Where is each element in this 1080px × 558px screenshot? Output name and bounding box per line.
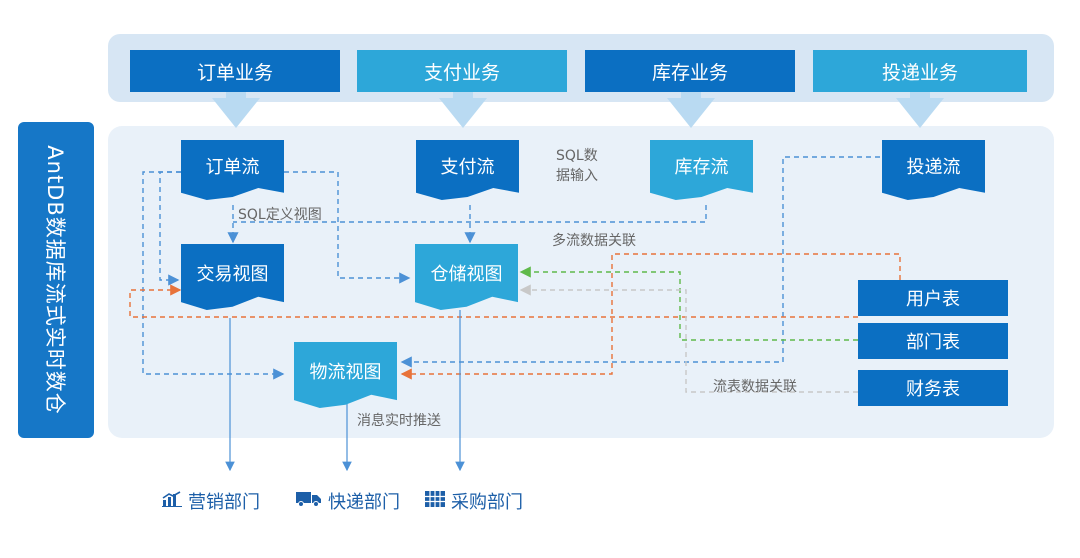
down-arrow-icon	[439, 98, 487, 128]
stream-inventory: 库存流	[650, 140, 753, 200]
table-department: 部门表	[858, 323, 1008, 359]
down-arrow-icon	[896, 98, 944, 128]
business-delivery: 投递业务	[813, 50, 1027, 92]
note-sql-view: SQL定义视图	[238, 207, 322, 223]
side-title-box: AntDB数据库流式实时数仓	[18, 122, 94, 438]
down-arrow-icon	[667, 98, 715, 128]
arrow-stem	[226, 92, 246, 100]
grid-icon	[425, 490, 445, 512]
business-order: 订单业务	[130, 50, 340, 92]
dept-purchase: 采购部门	[425, 488, 523, 514]
note-sql-input: SQL数 据输入	[556, 148, 598, 184]
dept-courier: 快递部门	[296, 488, 400, 514]
business-payment: 支付业务	[357, 50, 567, 92]
view-storage: 仓储视图	[415, 244, 518, 310]
business-inventory: 库存业务	[585, 50, 795, 92]
dept-marketing: 营销部门	[162, 488, 260, 514]
note-push: 消息实时推送	[357, 413, 441, 429]
table-finance: 财务表	[858, 370, 1008, 406]
arrow-stem	[910, 92, 930, 100]
arrow-stem	[453, 92, 473, 100]
table-user: 用户表	[858, 280, 1008, 316]
note-stream-table: 流表数据关联	[713, 379, 797, 395]
stream-payment: 支付流	[416, 140, 519, 200]
view-trade: 交易视图	[181, 244, 284, 310]
arrow-stem	[681, 92, 701, 100]
truck-icon	[296, 491, 322, 512]
note-multi-stream: 多流数据关联	[552, 233, 636, 249]
chart-icon	[162, 490, 182, 512]
down-arrow-icon	[212, 98, 260, 128]
